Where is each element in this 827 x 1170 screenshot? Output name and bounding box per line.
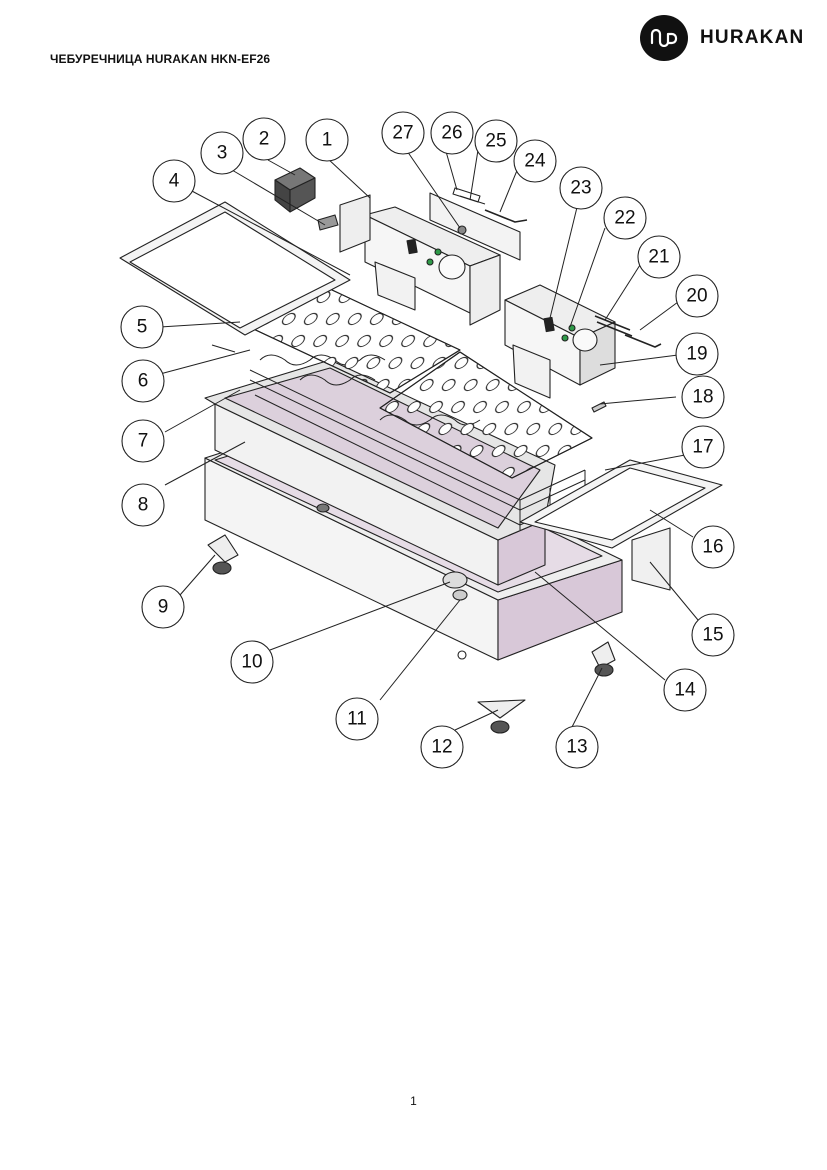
callout-5 bbox=[120, 305, 164, 349]
callout-label-14: 14 bbox=[674, 680, 696, 701]
callout-15 bbox=[691, 613, 735, 657]
leg-nut bbox=[316, 503, 330, 513]
drain-hole bbox=[457, 650, 467, 660]
callout-22 bbox=[603, 196, 647, 240]
callout-label-2: 2 bbox=[259, 129, 270, 150]
callout-7 bbox=[121, 419, 165, 463]
callout-label-16: 16 bbox=[702, 537, 723, 558]
callout-11 bbox=[335, 697, 379, 741]
callout-label-15: 15 bbox=[702, 625, 723, 646]
callout-label-4: 4 bbox=[169, 171, 180, 192]
callout-19 bbox=[675, 332, 719, 376]
basket-right-frame bbox=[379, 351, 593, 479]
foot-left bbox=[212, 561, 232, 575]
brand-logo bbox=[640, 15, 688, 61]
callout-label-3: 3 bbox=[217, 143, 228, 164]
callout-26 bbox=[430, 111, 474, 155]
callout-17 bbox=[681, 425, 725, 469]
callout-13 bbox=[555, 725, 599, 769]
leg-right bbox=[591, 641, 616, 669]
callout-6 bbox=[121, 359, 165, 403]
callout-10 bbox=[230, 640, 274, 684]
callout-label-9: 9 bbox=[158, 597, 169, 618]
callout-label-13: 13 bbox=[566, 737, 587, 758]
page-number: 1 bbox=[410, 1094, 417, 1108]
callout-label-24: 24 bbox=[524, 151, 546, 172]
callout-4 bbox=[152, 159, 196, 203]
callout-8 bbox=[121, 483, 165, 527]
callout-label-11: 11 bbox=[347, 709, 367, 730]
contactor bbox=[274, 167, 339, 231]
pan-inner bbox=[224, 367, 541, 529]
callout-16 bbox=[691, 525, 735, 569]
callout-27 bbox=[381, 111, 425, 155]
callout-21 bbox=[637, 235, 681, 279]
callout-label-21: 21 bbox=[648, 247, 669, 268]
callout-label-22: 22 bbox=[614, 208, 635, 229]
callout-label-7: 7 bbox=[138, 431, 149, 452]
brand: HURAKAN bbox=[640, 15, 804, 61]
callout-12 bbox=[420, 725, 464, 769]
callout-label-12: 12 bbox=[431, 737, 452, 758]
callout-label-6: 6 bbox=[138, 371, 149, 392]
callout-24 bbox=[513, 139, 557, 183]
callout-25 bbox=[474, 119, 518, 163]
callout-label-19: 19 bbox=[686, 344, 707, 365]
callout-label-17: 17 bbox=[692, 437, 713, 458]
leg-left bbox=[207, 534, 239, 563]
callout-20 bbox=[675, 274, 719, 318]
lid-left bbox=[119, 201, 351, 353]
callout-label-27: 27 bbox=[392, 123, 413, 144]
control-box-left bbox=[339, 187, 528, 326]
callout-label-10: 10 bbox=[241, 652, 262, 673]
callout-23 bbox=[559, 166, 603, 210]
callout-label-8: 8 bbox=[138, 495, 149, 516]
callout-9 bbox=[141, 585, 185, 629]
foot-right bbox=[594, 663, 614, 677]
callout-1 bbox=[305, 118, 349, 162]
document-title: ЧЕБУРЕЧНИЦА HURAKAN HKN-EF26 bbox=[50, 52, 271, 66]
control-box-right bbox=[504, 284, 662, 399]
brand-name: HURAKAN bbox=[700, 27, 805, 48]
callout-14 bbox=[663, 668, 707, 712]
leg-bracket bbox=[477, 699, 526, 719]
drain-valve bbox=[442, 571, 468, 589]
callout-label-1: 1 bbox=[322, 130, 333, 151]
callout-label-18: 18 bbox=[692, 387, 713, 408]
callout-3 bbox=[200, 131, 244, 175]
foot-bottom bbox=[490, 720, 510, 734]
callout-label-25: 25 bbox=[485, 131, 506, 152]
exploded-view-diagram: 1 2 3 4 5 6 7 8 9 10 11 12 13 14 15 16 1… bbox=[119, 111, 735, 769]
callout-label-23: 23 bbox=[570, 178, 591, 199]
callout-label-5: 5 bbox=[137, 317, 148, 338]
wave-loop-icon bbox=[650, 29, 678, 47]
drain-tap bbox=[452, 589, 468, 601]
leader-lines bbox=[159, 147, 699, 731]
callout-label-26: 26 bbox=[441, 123, 462, 144]
callout-2 bbox=[242, 117, 286, 161]
callout-label-20: 20 bbox=[686, 286, 707, 307]
callout-18 bbox=[681, 375, 725, 419]
